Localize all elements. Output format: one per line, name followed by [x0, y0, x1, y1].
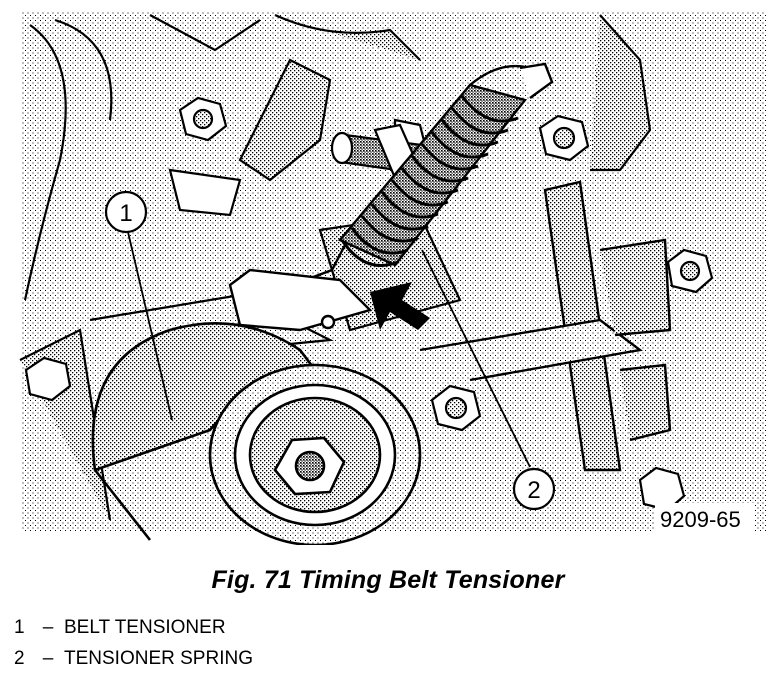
bolt-upper-right	[538, 114, 590, 162]
bolt-left-edge	[24, 356, 72, 402]
bolt-upper-left	[178, 96, 228, 142]
svg-text:2: 2	[527, 477, 540, 504]
figure-id-background	[655, 503, 755, 533]
legend-item-tensioner-spring: 2–TENSIONER SPRING	[14, 643, 253, 674]
technical-illustration: 1 2 9209-65	[19, 12, 767, 545]
figure-id: 9209-65	[660, 507, 741, 532]
legend-label: BELT TENSIONER	[64, 617, 226, 638]
legend-label: TENSIONER SPRING	[64, 648, 253, 669]
legend-number: 2	[14, 648, 25, 669]
callout-2: 2	[512, 467, 556, 511]
legend-dash: –	[42, 617, 54, 638]
bolt-far-right	[666, 248, 714, 294]
legend-number: 1	[14, 617, 25, 638]
callout-1: 1	[104, 190, 148, 234]
mounting-bracket	[419, 180, 672, 472]
leader-lines	[127, 231, 531, 468]
legend-dash: –	[42, 648, 54, 669]
bolt-bottom-right	[638, 466, 686, 512]
direction-arrow	[370, 282, 430, 330]
legend: 1–BELT TENSIONER 2–TENSIONER SPRING	[14, 612, 253, 674]
belt-tensioner-pulley	[91, 322, 422, 545]
figure-caption: Fig. 71 Timing Belt Tensioner	[211, 566, 565, 594]
legend-item-belt-tensioner: 1–BELT TENSIONER	[14, 612, 253, 643]
bolt-center-right	[430, 384, 482, 432]
svg-text:1: 1	[119, 200, 132, 227]
